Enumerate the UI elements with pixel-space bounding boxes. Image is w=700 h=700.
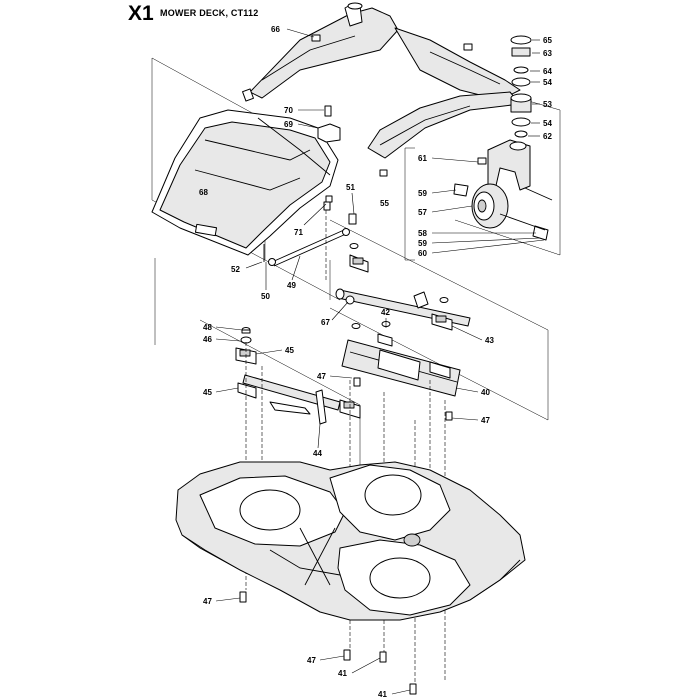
callout-47: 47 [317, 372, 326, 381]
mower-deck [175, 461, 526, 621]
deck-cover [151, 109, 339, 256]
callout-60: 60 [418, 249, 427, 258]
callout-40: 40 [481, 388, 490, 397]
callout-47: 47 [307, 656, 316, 665]
callout-51: 51 [346, 183, 355, 192]
callout-58: 58 [418, 229, 427, 238]
callout-44: 44 [313, 449, 322, 458]
section-code: X1 [128, 2, 154, 25]
callout-55: 55 [380, 199, 389, 208]
callout-42: 42 [381, 308, 390, 317]
bracket-69 [317, 105, 341, 143]
callout-48: 48 [203, 323, 212, 332]
callout-64: 64 [543, 67, 552, 76]
callout-45: 45 [203, 388, 212, 397]
fastener-set [239, 34, 473, 695]
callout-49: 49 [287, 281, 296, 290]
callout-68: 68 [199, 188, 208, 197]
callout-53: 53 [543, 100, 552, 109]
callout-43: 43 [485, 336, 494, 345]
callout-62: 62 [543, 132, 552, 141]
callout-57: 57 [418, 208, 427, 217]
callout-41: 41 [338, 669, 347, 678]
callout-46: 46 [203, 335, 212, 344]
callout-50: 50 [261, 292, 270, 301]
callout-labels: 66 65 63 64 54 53 54 62 70 69 61 68 51 5… [199, 25, 552, 699]
diagram-title: MOWER DECK, CT112 [160, 8, 259, 18]
callout-54: 54 [543, 78, 552, 87]
callout-65: 65 [543, 36, 552, 45]
callout-45: 45 [285, 346, 294, 355]
callout-70: 70 [284, 106, 293, 115]
callout-41: 41 [378, 690, 387, 699]
channel-bar [341, 333, 461, 397]
callout-54: 54 [543, 119, 552, 128]
pivot-shaft-lower [235, 347, 361, 425]
callout-67: 67 [321, 318, 330, 327]
callout-71: 71 [294, 228, 303, 237]
callout-59: 59 [418, 189, 427, 198]
callout-52: 52 [231, 265, 240, 274]
callout-61: 61 [418, 154, 427, 163]
callout-59: 59 [418, 239, 427, 248]
pivot-shaft-upper [335, 254, 471, 331]
callout-63: 63 [543, 49, 552, 58]
leader-lines [215, 28, 545, 695]
callout-69: 69 [284, 120, 293, 129]
callout-47: 47 [481, 416, 490, 425]
caster-wheel-assembly [404, 35, 553, 261]
callout-47: 47 [203, 597, 212, 606]
callout-66: 66 [271, 25, 280, 34]
